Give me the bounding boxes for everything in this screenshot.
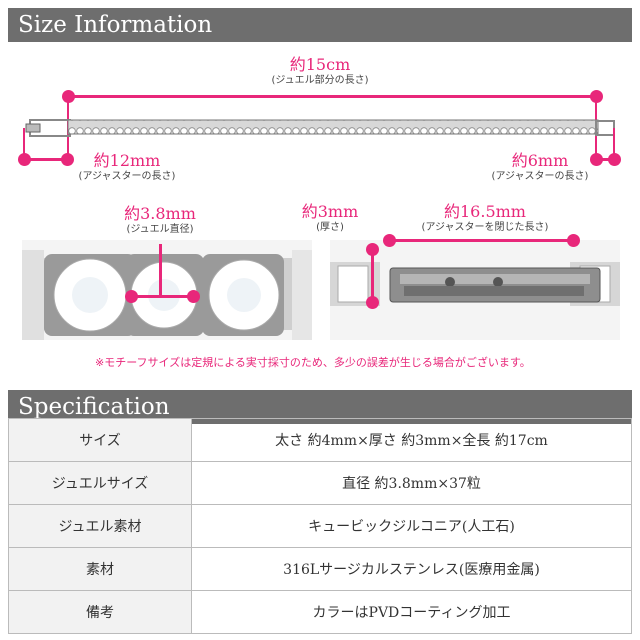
spec-key: 備考 — [8, 590, 192, 634]
spec-value: 直径 約3.8mm×37粒 — [191, 461, 632, 505]
closed-adjuster-line — [389, 239, 573, 242]
jewel-stone-1 — [44, 254, 136, 336]
jewel-diameter-line — [131, 295, 193, 298]
total-length-value: 約15cm — [289, 55, 351, 74]
thickness-value: 約3mm — [301, 202, 359, 221]
size-information-header: Size Information — [8, 8, 632, 42]
bracelet-chain-image — [25, 119, 615, 137]
jewel-diameter-dot-right — [187, 290, 200, 303]
adjuster-right-dot-b — [608, 153, 621, 166]
table-row: ジュエル素材 キュービックジルコニア(人工石) — [8, 504, 632, 548]
jewel-diameter-label: 約3.8mm (ジュエル直径) — [100, 205, 220, 236]
left-clasp-shape — [25, 123, 41, 133]
adjuster-right-label: 約6mm (アジャスターの長さ) — [470, 152, 610, 183]
total-length-desc: (ジュエル部分の長さ) — [271, 75, 369, 86]
closed-adjuster-label: 約16.5mm (アジャスターを閉じた長さ) — [390, 203, 580, 234]
adjuster-right-value: 約6mm — [511, 151, 569, 170]
spec-value: 316Lサージカルステンレス(医療用金属) — [191, 547, 632, 591]
thickness-label: 約3mm (厚さ) — [290, 203, 370, 234]
thickness-line — [371, 248, 374, 302]
size-note: ※モチーフサイズは定規による実寸採寸のため、多少の誤差が生じる場合がございます。 — [95, 356, 531, 369]
adjuster-left-dot-a — [18, 153, 31, 166]
adjuster-left-label: 約12mm (アジャスターの長さ) — [62, 152, 192, 183]
adjuster-right-desc: (アジャスターの長さ) — [491, 171, 589, 182]
specification-table: サイズ 太さ 約4mm×厚さ 約3mm×全長 約17cm ジュエルサイズ 直径 … — [8, 418, 632, 634]
total-length-line — [68, 95, 596, 98]
spec-key: ジュエル素材 — [8, 504, 192, 548]
adjuster-right-line — [596, 158, 614, 161]
closed-adjuster-dot-right — [567, 234, 580, 247]
jewel-diameter-pointer — [159, 244, 162, 296]
spec-value: カラーはPVDコーティング加工 — [191, 590, 632, 634]
jewel-row-shape — [67, 119, 599, 135]
jewel-closeup-image — [22, 240, 312, 340]
jewel-diameter-dot-left — [125, 290, 138, 303]
table-row: 備考 カラーはPVDコーティング加工 — [8, 590, 632, 634]
spec-key: ジュエルサイズ — [8, 461, 192, 505]
closed-adjuster-dot-left — [383, 234, 396, 247]
spec-value: 太さ 約4mm×厚さ 約3mm×全長 約17cm — [191, 418, 632, 462]
size-information-title: Size Information — [18, 12, 213, 38]
total-length-label: 約15cm (ジュエル部分の長さ) — [220, 56, 420, 87]
closed-adjuster-desc: (アジャスターを閉じた長さ) — [421, 222, 549, 233]
thickness-dot-top — [366, 243, 379, 256]
clasp-closeup-image — [330, 240, 620, 340]
table-row: 素材 316Lサージカルステンレス(医療用金属) — [8, 547, 632, 591]
thickness-dot-bottom — [366, 296, 379, 309]
jewel-diameter-value: 約3.8mm — [124, 204, 196, 223]
adjuster-right-dot-a — [590, 153, 603, 166]
adjuster-left-dot-b — [61, 153, 74, 166]
spec-key: サイズ — [8, 418, 192, 462]
closed-adjuster-value: 約16.5mm — [444, 202, 526, 221]
adjuster-left-desc: (アジャスターの長さ) — [78, 171, 176, 182]
jewel-diameter-desc: (ジュエル直径) — [126, 224, 194, 235]
right-adjuster-shape — [595, 120, 615, 136]
adjuster-right-tick — [613, 128, 615, 158]
spec-key: 素材 — [8, 547, 192, 591]
table-row: ジュエルサイズ 直径 約3.8mm×37粒 — [8, 461, 632, 505]
adjuster-left-tick — [23, 128, 25, 158]
spec-value: キュービックジルコニア(人工石) — [191, 504, 632, 548]
adjuster-left-line — [24, 158, 68, 161]
specification-title: Specification — [18, 394, 170, 420]
thickness-desc: (厚さ) — [316, 222, 344, 233]
jewel-stone-3 — [202, 254, 284, 336]
table-row: サイズ 太さ 約4mm×厚さ 約3mm×全長 約17cm — [8, 418, 632, 462]
adjuster-left-value: 約12mm — [93, 151, 161, 170]
